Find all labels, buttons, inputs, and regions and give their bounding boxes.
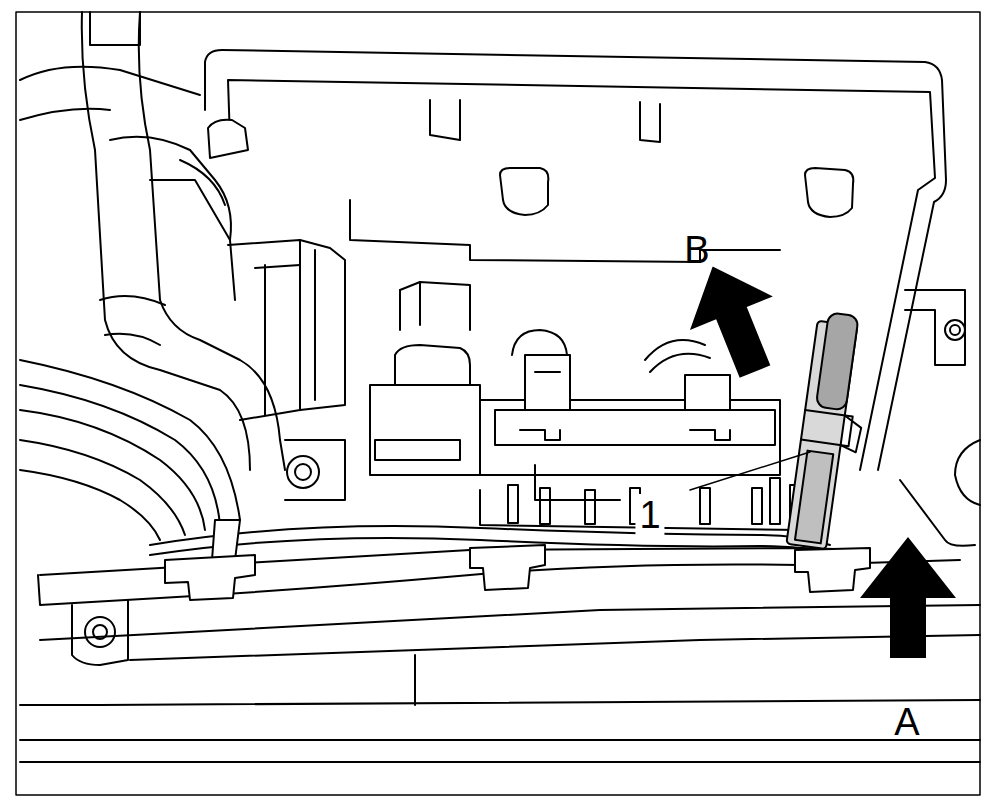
direction-arrow — [860, 537, 956, 658]
callout-letter: A — [890, 701, 923, 743]
callout-number: 1 — [635, 494, 664, 536]
callout-letter: B — [680, 229, 713, 271]
